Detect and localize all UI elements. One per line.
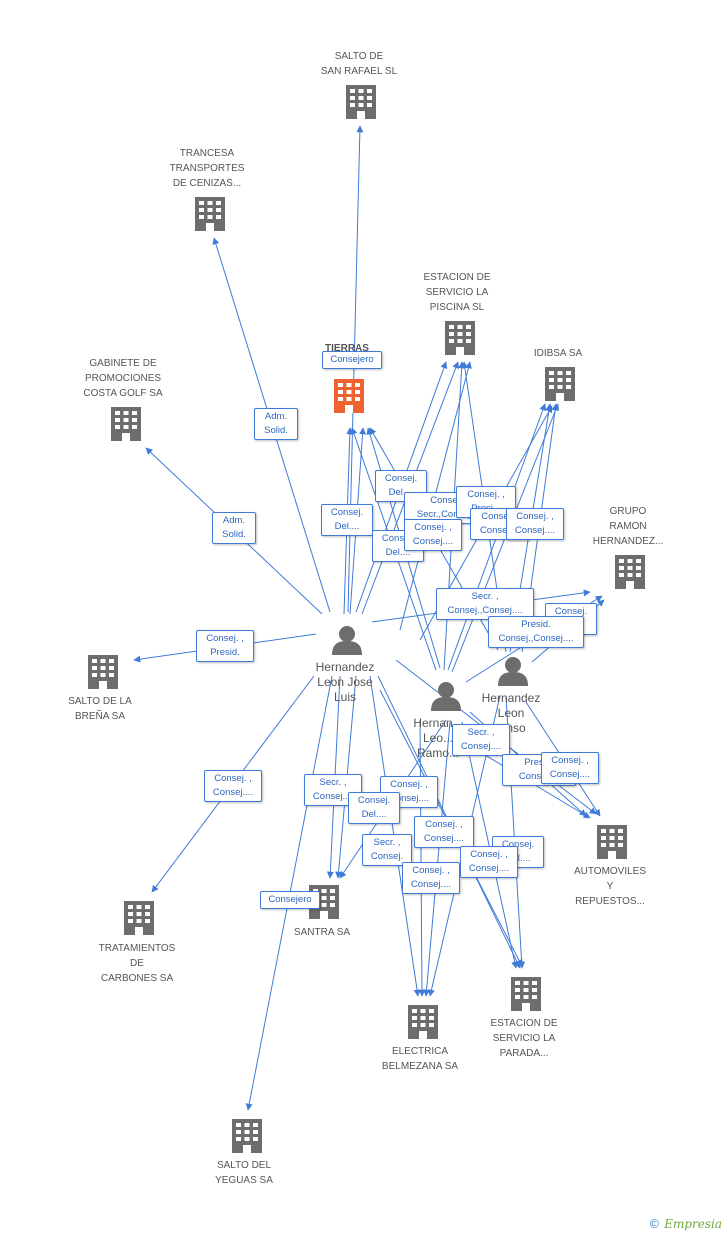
relation-role-badge[interactable]: Secr. , Consej.... [452, 724, 510, 756]
relation-role-badge[interactable]: Adm. Solid. [254, 408, 298, 440]
company-label[interactable]: SALTO DEL YEGUAS SA [215, 1160, 273, 1186]
building-icon[interactable] [511, 977, 541, 1011]
building-icon[interactable] [334, 379, 364, 413]
relation-role-badge[interactable]: Secr. , Consej. [362, 834, 412, 866]
relation-role-badge[interactable]: Consej. , Consej.... [404, 519, 462, 551]
company-label[interactable]: ESTACION DE SERVICIO LA PISCINA SL [423, 272, 491, 313]
relation-role-badge[interactable]: Consej. , Consej.... [460, 846, 518, 878]
building-icon[interactable] [545, 367, 575, 401]
building-icon[interactable] [346, 85, 376, 119]
building-icon[interactable] [445, 321, 475, 355]
relation-role-badge[interactable]: Secr. , Consej.,Consej.... [436, 588, 534, 620]
company-label[interactable]: SANTRA SA [293, 927, 351, 938]
relation-role-badge[interactable]: Consej. , Consej.... [414, 816, 474, 848]
company-label[interactable]: GABINETE DE PROMOCIONES COSTA GOLF SA [83, 358, 163, 399]
building-icon[interactable] [597, 825, 627, 859]
person-icon[interactable] [498, 657, 528, 686]
relation-role-badge[interactable]: Consej. Del.... [348, 792, 400, 824]
relation-role-badge[interactable]: Consej. , Consej.... [506, 508, 564, 540]
company-label[interactable]: AUTOMOVILES Y REPUESTOS... [573, 866, 647, 907]
building-icon[interactable] [88, 655, 118, 689]
relation-role-badge[interactable]: Consej. , Consej.... [541, 752, 599, 784]
building-icon[interactable] [408, 1005, 438, 1039]
relation-role-badge[interactable]: Presid. Consej.,Consej.... [488, 616, 584, 648]
building-icon[interactable] [111, 407, 141, 441]
relation-role-badge[interactable]: Adm. Solid. [212, 512, 256, 544]
copyright-icon: © [648, 1217, 661, 1231]
company-label[interactable]: GRUPO RAMON HERNANDEZ... [592, 506, 664, 547]
person-label[interactable]: Hernandez Leon Jose Luis [315, 660, 375, 704]
relation-role-badge[interactable]: Consejero [322, 351, 382, 369]
company-label[interactable]: ELECTRICA BELMEZANA SA [381, 1046, 459, 1072]
company-label[interactable]: SALTO DE LA BREÑA SA [68, 696, 132, 722]
building-icon[interactable] [232, 1119, 262, 1153]
company-label[interactable]: ESTACION DE SERVICIO LA PARADA... [490, 1018, 558, 1059]
building-icon[interactable] [124, 901, 154, 935]
building-icon[interactable] [615, 555, 645, 589]
brand-footer: ©Empresia [648, 1217, 722, 1231]
relation-role-badge[interactable]: Consej. , Consej.... [204, 770, 262, 802]
company-label[interactable]: SALTO DE SAN RAFAEL SL [320, 51, 398, 77]
relation-role-badge[interactable]: Consej. Del.... [321, 504, 373, 536]
relation-edge [461, 721, 519, 969]
company-label[interactable]: TRANCESA TRANSPORTES DE CENIZAS... [169, 148, 245, 189]
relation-role-badge[interactable]: Consej. , Consej.... [402, 862, 460, 894]
person-icon[interactable] [332, 626, 362, 655]
person-label[interactable]: Hernan... Leo... Ramo... [413, 716, 463, 760]
relation-edge [418, 719, 426, 997]
person-icon[interactable] [431, 682, 461, 711]
relation-role-badge[interactable]: Consejero [260, 891, 320, 909]
relation-edge [423, 721, 451, 997]
relation-role-badge[interactable]: Consej. , Presid. [196, 630, 254, 662]
building-icon[interactable] [195, 197, 225, 231]
company-label[interactable]: TRATAMIENTOS DE CARBONES SA [98, 943, 176, 984]
brand-logo-text: Empresia [664, 1217, 722, 1231]
company-label[interactable]: IDIBSA SA [533, 348, 583, 359]
